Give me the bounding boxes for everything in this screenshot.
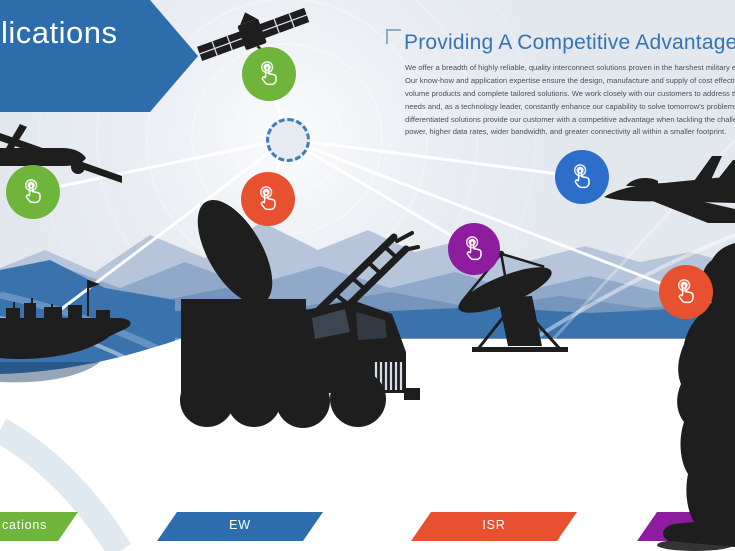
category-label-radar[interactable]: Ra [723,518,735,532]
section-heading: Providing A Competitive Advantage [404,31,735,54]
hotspot-radar-truck[interactable] [241,172,295,226]
network-hub-dashed-circle [266,118,310,162]
intro-paragraph: We offer a breadth of highly reliable, q… [405,62,735,139]
tap-icon [459,234,489,264]
category-banner-radar[interactable] [636,512,735,541]
fighter-jet-silhouette [604,156,735,223]
radar-truck-silhouette [180,199,420,428]
heading-corner-bracket [386,29,401,44]
intro-line: volume products and complete tailored so… [405,88,735,98]
ship-silhouette [0,280,131,383]
intro-line: power, higher data rates, wider bandwidt… [405,127,727,137]
category-label-ew[interactable]: EW [229,518,251,532]
category-label-communications[interactable]: cations [2,518,48,532]
category-label-isr[interactable]: ISR [482,518,506,532]
intro-line: differentiated solutions provide our cus… [405,114,735,124]
intro-line: needs and, as a technology leader, const… [405,101,735,111]
mountains [0,222,735,340]
hotspot-ground-station[interactable] [448,223,500,275]
foreground [0,138,735,551]
tap-icon [671,277,701,307]
page-title: lications [1,15,118,50]
tap-icon [567,162,597,192]
hotspot-uav[interactable] [6,165,60,219]
tap-icon [18,177,48,207]
water [0,260,175,377]
intro-line: We offer a breadth of highly reliable, q… [405,63,735,72]
hotspot-fighter-jet[interactable] [555,150,609,204]
tap-icon [254,59,284,89]
intro-line: Our know-how and application expertise e… [405,75,735,85]
hotspot-soldier[interactable] [659,265,713,319]
hotspot-satellite[interactable] [242,47,296,101]
tap-icon [253,184,283,214]
